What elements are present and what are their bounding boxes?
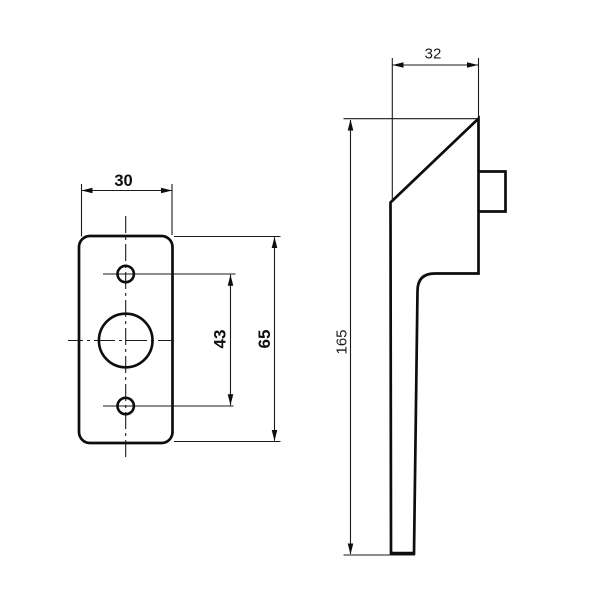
dim165-arrow-bottom: [347, 543, 354, 555]
handle-outline: [389, 115, 480, 555]
dim43-arrow-bottom: [227, 394, 234, 406]
dim43-arrow-top: [227, 274, 234, 286]
dimension-overall-length: 165: [334, 118, 478, 556]
screw-hole-top: [116, 264, 136, 284]
side-view: 32 165: [334, 46, 507, 556]
dim32-arrow-right: [467, 62, 478, 68]
dim65-arrow-bottom: [271, 430, 278, 441]
dimension-hole-spacing: 43: [211, 274, 234, 406]
dim30-label: 30: [114, 172, 132, 190]
spindle-stub: [478, 170, 507, 213]
dim30-arrow-left: [81, 187, 93, 194]
dim43-label: 43: [211, 330, 230, 349]
dim32-label: 32: [425, 46, 442, 63]
front-view: 30 43 65: [68, 172, 281, 459]
dim65-arrow-top: [271, 237, 278, 248]
dim165-label: 165: [334, 329, 351, 354]
screw-hole-bottom: [116, 396, 136, 416]
spindle-hole: [97, 312, 154, 369]
dim165-arrow-top: [347, 119, 354, 131]
dimension-plate-width: 30: [80, 172, 173, 237]
dimension-plate-height: 65: [174, 235, 281, 443]
dim30-arrow-right: [161, 187, 172, 194]
dimension-head-depth: 32: [391, 46, 480, 202]
dim32-arrow-left: [392, 62, 404, 68]
dim65-label: 65: [255, 330, 274, 349]
